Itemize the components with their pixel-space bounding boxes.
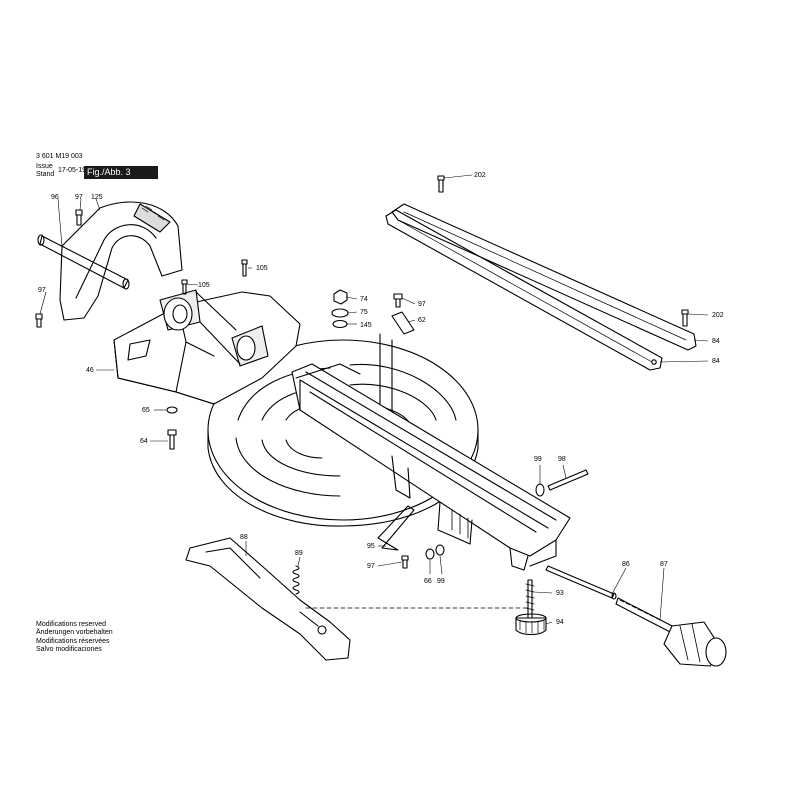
note-line: Salvo modificaciones [36, 645, 102, 653]
leader-lines [39, 174, 709, 625]
part-label-89: 89 [295, 550, 303, 557]
issue-label: Issue [36, 163, 53, 170]
part-label-202: 202 [474, 172, 486, 179]
side-rail-lower [385, 209, 663, 371]
part-label-97: 97 [38, 287, 46, 294]
part-label-98: 98 [558, 456, 566, 463]
part-label-84: 84 [712, 338, 720, 345]
mitre-guide-quadrant [59, 201, 183, 321]
part-label-87: 87 [660, 561, 668, 568]
issue-date: 17-05-19 [58, 167, 87, 174]
spring [292, 565, 300, 595]
document-number: 3 601 M19 003 [36, 153, 83, 160]
part-label-99: 99 [437, 578, 445, 585]
part-label-74: 74 [360, 296, 368, 303]
part-label-64: 64 [140, 438, 148, 445]
hardware-small [35, 175, 689, 569]
locking-lever [185, 537, 351, 661]
part-label-105: 105 [198, 282, 210, 289]
saw-base-housing [113, 289, 301, 405]
guide-rod [37, 234, 130, 290]
part-label-46: 46 [86, 367, 94, 374]
part-label-145: 145 [360, 322, 372, 329]
part-label-95: 95 [367, 543, 375, 550]
stand-label: Stand [36, 171, 55, 178]
part-number-labels: 96 97 125 97 105 105 46 65 64 74 75 145 97 62 202 202 84… [38, 172, 724, 626]
part-label-93: 93 [556, 590, 564, 597]
part-label-84: 84 [712, 358, 720, 365]
part-label-62: 62 [418, 317, 426, 324]
part-label-88: 88 [240, 534, 248, 541]
support-screw [515, 579, 547, 636]
extension-arm [291, 363, 571, 571]
part-label-202: 202 [712, 312, 724, 319]
part-label-97: 97 [75, 194, 83, 201]
part-label-65: 65 [142, 407, 150, 414]
part-label-66: 66 [424, 578, 432, 585]
part-label-86: 86 [622, 561, 630, 568]
modification-notes: Modifications reserved Änderungen vorbeh… [36, 621, 113, 654]
clamp-rod [545, 565, 617, 600]
part-label-97: 97 [367, 563, 375, 570]
side-rail-upper [391, 203, 697, 351]
clamp-knob [615, 597, 727, 667]
part-label-75: 75 [360, 309, 368, 316]
part-label-125: 125 [91, 194, 103, 201]
part-label-97: 97 [418, 301, 426, 308]
note-line: Modifications reserved [36, 621, 107, 628]
part-label-105: 105 [256, 265, 268, 272]
note-line: Änderungen vorbehalten [36, 629, 113, 637]
note-line: Modifications réservées [36, 637, 110, 645]
part-label-96: 96 [51, 194, 59, 201]
figure-badge: Fig./Abb. 3 [84, 166, 158, 179]
part-label-99: 99 [534, 456, 542, 463]
part-label-94: 94 [556, 619, 564, 626]
